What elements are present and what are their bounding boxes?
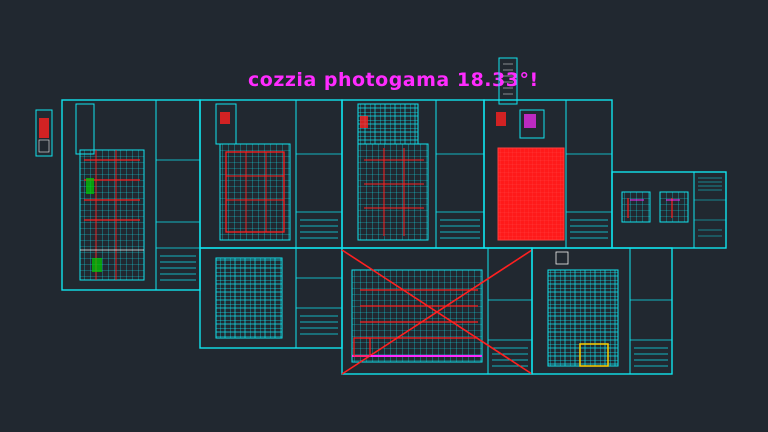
sheet-elevation-1[interactable] xyxy=(199,247,343,349)
sheet-plan-1[interactable] xyxy=(61,99,201,291)
sheet-plan-4-filled[interactable] xyxy=(483,99,613,249)
drawing-title: cozzia photogama 18.33°! xyxy=(248,69,539,91)
sheet-section-red[interactable] xyxy=(341,247,533,375)
sheet-detail-small[interactable] xyxy=(611,171,727,249)
detail-block-left[interactable] xyxy=(35,109,53,157)
sheet-plan-2[interactable] xyxy=(199,99,343,249)
detail-block-top[interactable] xyxy=(498,57,518,105)
sheet-elevation-2[interactable] xyxy=(531,247,673,375)
sheet-plan-3[interactable] xyxy=(341,99,485,249)
